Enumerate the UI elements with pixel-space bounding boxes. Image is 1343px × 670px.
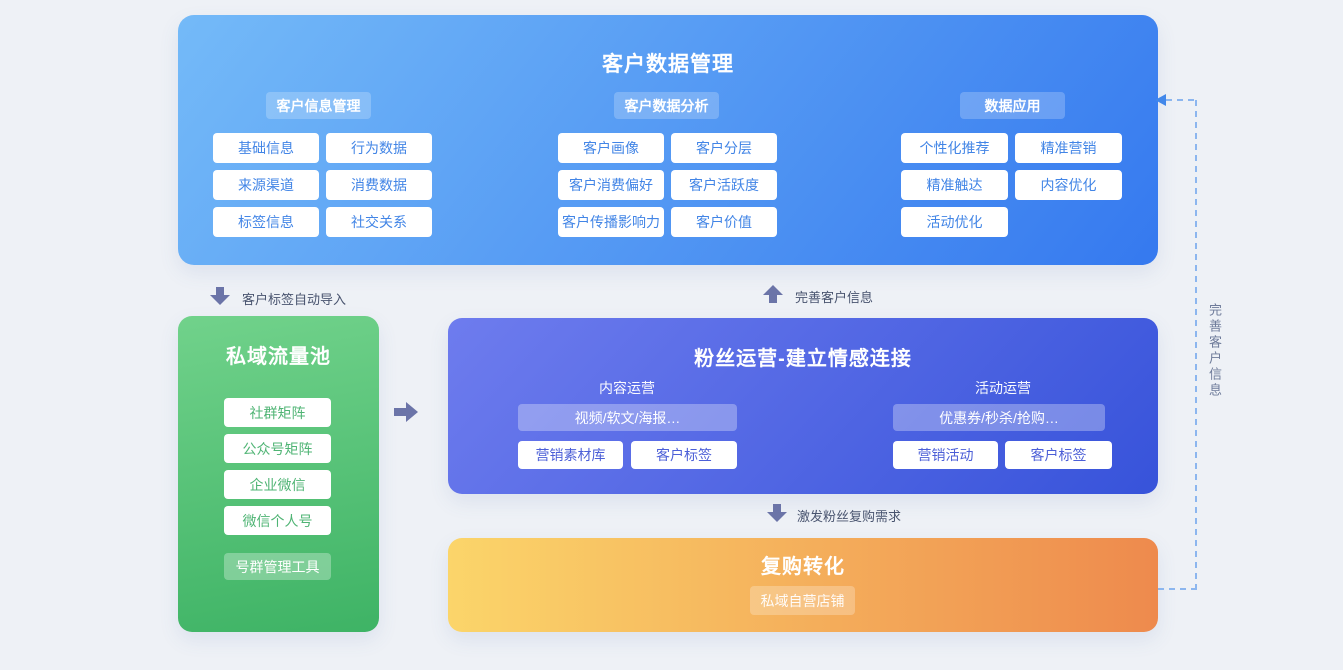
group-header-customer-analysis: 客户数据分析 xyxy=(614,92,719,119)
chip-consumption-preference: 客户消费偏好 xyxy=(558,170,664,200)
chip-content-optimization: 内容优化 xyxy=(1015,170,1122,200)
column-header-activity-operation: 活动运营 xyxy=(975,380,1031,396)
chip-marketing-activity: 营销活动 xyxy=(893,441,998,469)
badge-account-group-tool: 号群管理工具 xyxy=(224,553,331,580)
chip-consumption-data: 消费数据 xyxy=(326,170,432,200)
chip-personal-wechat: 微信个人号 xyxy=(224,506,331,535)
chip-precision-marketing: 精准营销 xyxy=(1015,133,1122,163)
repurchase-conversion-title: 复购转化 xyxy=(761,556,845,578)
up-arrow-icon xyxy=(763,285,783,303)
customer-data-management-box: 客户数据管理 客户信息管理 客户数据分析 数据应用 基础信息 行为数据 来源渠道… xyxy=(178,15,1158,265)
private-traffic-pool-box: 私域流量池 社群矩阵 公众号矩阵 企业微信 微信个人号 号群管理工具 xyxy=(178,316,379,632)
customer-data-management-title: 客户数据管理 xyxy=(602,53,734,76)
chip-social-relation: 社交关系 xyxy=(326,207,432,237)
chip-customer-value: 客户价值 xyxy=(671,207,777,237)
chip-activity-optimization: 活动优化 xyxy=(901,207,1008,237)
flow-label-auto-import: 客户标签自动导入 xyxy=(242,292,347,307)
chip-community-matrix: 社群矩阵 xyxy=(224,398,331,427)
feedback-line-vertical xyxy=(1195,100,1197,589)
flow-label-trigger-repurchase: 激发粉丝复购需求 xyxy=(797,509,902,524)
banner-activity-types: 优惠券/秒杀/抢购… xyxy=(893,404,1105,431)
group-header-data-application: 数据应用 xyxy=(960,92,1065,119)
chip-customer-activity: 客户活跃度 xyxy=(671,170,777,200)
flow-label-complete-info: 完善客户信息 xyxy=(795,290,874,305)
chip-marketing-material-library: 营销素材库 xyxy=(518,441,623,469)
feedback-line-top xyxy=(1166,99,1196,101)
banner-content-types: 视频/软文/海报… xyxy=(518,404,737,431)
fan-operation-title: 粉丝运营-建立情感连接 xyxy=(694,348,912,370)
feedback-line-bottom xyxy=(1158,588,1197,590)
fan-operation-box: 粉丝运营-建立情感连接 内容运营 活动运营 视频/软文/海报… 优惠券/秒杀/抢… xyxy=(448,318,1158,494)
column-header-content-operation: 内容运营 xyxy=(599,380,655,396)
repurchase-conversion-box: 复购转化 私域自营店铺 xyxy=(448,538,1158,632)
chip-behavior-data: 行为数据 xyxy=(326,133,432,163)
chip-tag-info: 标签信息 xyxy=(213,207,319,237)
chip-basic-info: 基础信息 xyxy=(213,133,319,163)
down-arrow-icon xyxy=(767,504,787,522)
chip-customer-layering: 客户分层 xyxy=(671,133,777,163)
chip-customer-tags-activity: 客户标签 xyxy=(1005,441,1112,469)
private-traffic-pool-title: 私域流量池 xyxy=(226,346,331,368)
chip-source-channel: 来源渠道 xyxy=(213,170,319,200)
chip-official-account-matrix: 公众号矩阵 xyxy=(224,434,331,463)
badge-private-self-operated-shop: 私域自营店铺 xyxy=(750,586,855,615)
group-header-customer-info: 客户信息管理 xyxy=(266,92,371,119)
chip-precise-reach: 精准触达 xyxy=(901,170,1008,200)
chip-customer-portrait: 客户画像 xyxy=(558,133,664,163)
chip-enterprise-wechat: 企业微信 xyxy=(224,470,331,499)
feedback-arrowhead-icon xyxy=(1155,94,1166,106)
right-arrow-icon xyxy=(394,402,418,422)
chip-spread-influence: 客户传播影响力 xyxy=(558,207,664,237)
chip-personalized-recommendation: 个性化推荐 xyxy=(901,133,1008,163)
chip-customer-tags-content: 客户标签 xyxy=(631,441,737,469)
feedback-vertical-label: 完善客户信息 xyxy=(1207,303,1222,399)
down-arrow-icon xyxy=(210,287,230,305)
